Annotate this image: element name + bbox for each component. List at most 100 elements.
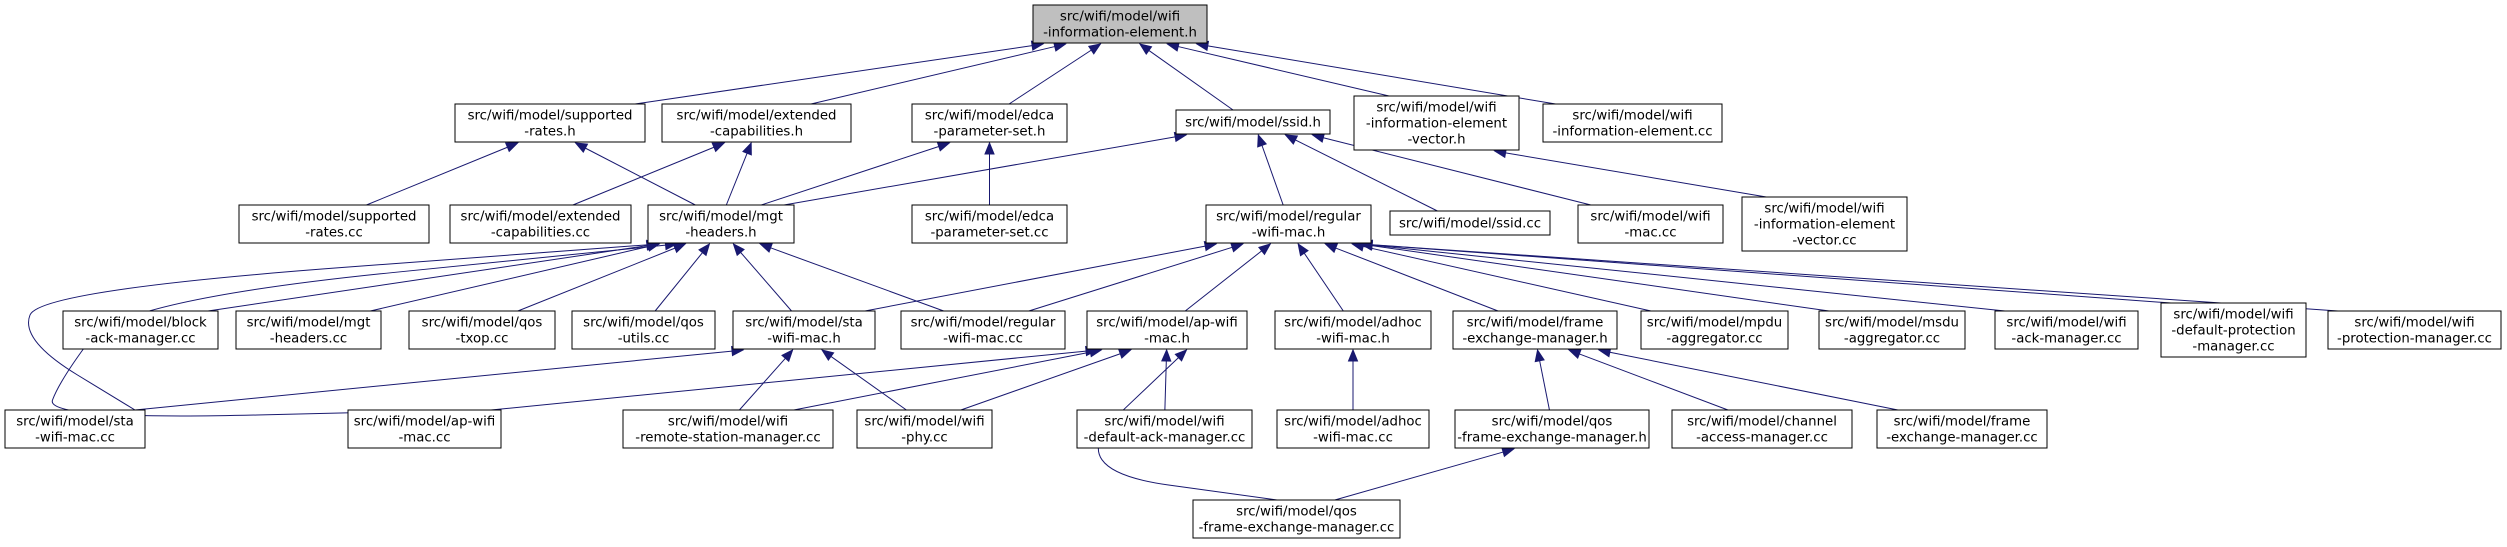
dependency-edge-ssid_h-to-root bbox=[1138, 43, 1234, 111]
file-node-label-line: -wifi-mac.h bbox=[1316, 332, 1390, 347]
file-node-label-line: -rates.cc bbox=[305, 226, 363, 241]
file-node-dam-cc[interactable]: src/wifi/model/wifi-default-ack-manager.… bbox=[1076, 409, 1253, 449]
edge-line bbox=[634, 45, 1033, 105]
file-node-label-line: -access-manager.cc bbox=[1696, 431, 1828, 446]
file-node-cam-cc[interactable]: src/wifi/model/channel-access-manager.cc bbox=[1671, 409, 1853, 449]
file-node-qfem-cc[interactable]: src/wifi/model/qos-frame-exchange-manage… bbox=[1192, 499, 1401, 539]
file-node-edca-cc[interactable]: src/wifi/model/edca-parameter-set.cc bbox=[911, 204, 1068, 244]
file-node-box bbox=[1577, 204, 1724, 244]
dependency-edge-mgt_cc-to-mgt_h bbox=[370, 241, 661, 312]
file-node-label-line: src/wifi/model/msdu bbox=[1825, 316, 1959, 331]
file-node-supp-cc[interactable]: src/wifi/model/supported-rates.cc bbox=[238, 204, 430, 244]
file-node-root[interactable]: src/wifi/model/wifi-information-element.… bbox=[1032, 4, 1208, 44]
file-node-fem-h[interactable]: src/wifi/model/frame-exchange-manager.h bbox=[1452, 310, 1618, 350]
dependency-edge-fem_h-to-reg_h bbox=[1324, 243, 1499, 312]
edge-line bbox=[1335, 247, 1499, 312]
file-node-ackm-cc[interactable]: src/wifi/model/wifi-ack-manager.cc bbox=[1994, 310, 2139, 350]
file-node-box bbox=[235, 310, 382, 350]
file-node-label-line: src/wifi/model/qos bbox=[1236, 505, 1357, 520]
file-node-label-line: src/wifi/model/sta bbox=[745, 316, 863, 331]
file-node-ap-cc[interactable]: src/wifi/model/ap-wifi-mac.cc bbox=[347, 409, 502, 449]
arrowhead-icon bbox=[1053, 41, 1067, 52]
file-node-iev-cc[interactable]: src/wifi/model/wifi-information-element-… bbox=[1741, 196, 1908, 252]
dependency-edge-reg_cc-to-mgt_h bbox=[759, 243, 944, 312]
file-node-label-line: -wifi-mac.cc bbox=[35, 431, 115, 446]
file-node-wmac-cc[interactable]: src/wifi/model/wifi-mac.cc bbox=[1577, 204, 1724, 244]
file-node-label-line: -aggregator.cc bbox=[1844, 332, 1940, 347]
file-node-ap-h[interactable]: src/wifi/model/ap-wifi-mac.h bbox=[1086, 310, 1248, 350]
arrowhead-icon bbox=[1324, 243, 1339, 254]
arrowhead-icon bbox=[672, 243, 687, 254]
file-node-dpm-cc[interactable]: src/wifi/model/wifi-default-protection-m… bbox=[2160, 302, 2307, 358]
file-node-label-line: -default-ack-manager.cc bbox=[1084, 431, 1246, 446]
file-node-reg-h[interactable]: src/wifi/model/regular-wifi-mac.h bbox=[1205, 204, 1372, 244]
file-node-prot-cc[interactable]: src/wifi/model/wifi-protection-manager.c… bbox=[2327, 310, 2502, 350]
edge-line bbox=[1505, 152, 1767, 198]
file-node-qtxop-cc[interactable]: src/wifi/model/qos-txop.cc bbox=[408, 310, 556, 350]
file-node-rsm-cc[interactable]: src/wifi/model/wifi-remote-station-manag… bbox=[622, 409, 834, 449]
dependency-edge-fem_cc-to-fem_h bbox=[1597, 347, 1899, 411]
edge-line bbox=[739, 357, 786, 411]
file-node-fem-cc[interactable]: src/wifi/model/frame-exchange-manager.cc bbox=[1876, 409, 2048, 449]
file-node-label-line: -wifi-mac.h bbox=[1252, 226, 1326, 241]
file-node-ext-h[interactable]: src/wifi/model/extended-capabilities.h bbox=[661, 103, 852, 143]
dependency-edge-ext_cc-to-ext_h bbox=[572, 142, 726, 206]
edge-line bbox=[740, 252, 792, 312]
file-node-qutils-cc[interactable]: src/wifi/model/qos-utils.cc bbox=[571, 310, 716, 350]
file-node-sta-h[interactable]: src/wifi/model/sta-wifi-mac.h bbox=[732, 310, 876, 350]
file-node-box bbox=[1994, 310, 2139, 350]
file-node-sta-cc[interactable]: src/wifi/model/sta-wifi-mac.cc bbox=[4, 409, 146, 449]
dependency-edge-edca_h-to-root bbox=[1008, 43, 1102, 105]
file-node-adhoc-h[interactable]: src/wifi/model/adhoc-wifi-mac.h bbox=[1274, 310, 1432, 350]
edge-line bbox=[1371, 244, 2339, 312]
dependency-edge-qtxop_cc-to-mgt_h bbox=[517, 243, 687, 312]
file-node-box bbox=[732, 310, 876, 350]
dependency-edge-ie_cc-to-root bbox=[1195, 40, 1556, 105]
file-node-label-line: -txop.cc bbox=[456, 332, 509, 347]
file-node-box bbox=[1741, 196, 1908, 252]
dependency-edge-supp_cc-to-supp_h bbox=[366, 142, 519, 206]
file-node-qfem-h[interactable]: src/wifi/model/qos-frame-exchange-manage… bbox=[1454, 409, 1650, 449]
arrowhead-icon bbox=[1297, 242, 1309, 257]
edge-line bbox=[770, 247, 944, 312]
dependency-edge-sta_cc-to-sta_h bbox=[134, 345, 745, 411]
file-node-box bbox=[571, 310, 716, 350]
file-node-ssid-h[interactable]: src/wifi/model/ssid.h bbox=[1175, 109, 1331, 135]
dependency-edge-iev_cc-to-iev_h bbox=[1493, 147, 1767, 198]
file-node-label-line: src/wifi/model/supported bbox=[252, 210, 417, 225]
edge-line bbox=[1148, 50, 1234, 111]
file-node-mgt-cc[interactable]: src/wifi/model/mgt-headers.cc bbox=[235, 310, 382, 350]
file-node-label-line: -wifi-mac.cc bbox=[1313, 431, 1393, 446]
file-node-block-cc[interactable]: src/wifi/model/block-ack-manager.cc bbox=[62, 310, 219, 350]
arrowhead-icon bbox=[711, 142, 726, 153]
file-node-label-line: src/wifi/model/adhoc bbox=[1284, 415, 1422, 430]
file-node-mgt-h[interactable]: src/wifi/model/mgt-headers.h bbox=[647, 204, 795, 244]
file-node-label-line: src/wifi/model/regular bbox=[1216, 210, 1361, 225]
file-node-label-line: -headers.cc bbox=[270, 332, 347, 347]
file-node-ext-cc[interactable]: src/wifi/model/extended-capabilities.cc bbox=[449, 204, 632, 244]
file-node-ie-cc[interactable]: src/wifi/model/wifi-information-element.… bbox=[1542, 103, 1723, 143]
file-node-adhoc-cc[interactable]: src/wifi/model/adhoc-wifi-mac.cc bbox=[1276, 409, 1430, 449]
arrowhead-icon bbox=[1118, 348, 1132, 359]
dependency-edge-qfem_h-to-fem_h bbox=[1534, 348, 1550, 411]
dependency-edge-adhoc_h-to-reg_h bbox=[1297, 242, 1344, 312]
file-node-supp-h[interactable]: src/wifi/model/supported-rates.h bbox=[454, 103, 646, 143]
file-node-label-line: src/wifi/model/qos bbox=[422, 316, 543, 331]
edge-line bbox=[1371, 244, 2172, 304]
file-node-iev-h[interactable]: src/wifi/model/wifi-information-element-… bbox=[1353, 95, 1520, 151]
arrowhead-icon bbox=[1311, 132, 1326, 143]
file-node-label-line: src/wifi/model/edca bbox=[925, 210, 1054, 225]
file-node-label-line: -vector.h bbox=[1407, 133, 1465, 148]
file-node-edca-h[interactable]: src/wifi/model/edca-parameter-set.h bbox=[911, 103, 1068, 143]
file-node-reg-cc[interactable]: src/wifi/model/regular-wifi-mac.cc bbox=[900, 310, 1066, 350]
file-node-mpdu-cc[interactable]: src/wifi/model/mpdu-aggregator.cc bbox=[1640, 310, 1789, 350]
file-node-msdu-cc[interactable]: src/wifi/model/msdu-aggregator.cc bbox=[1818, 310, 1966, 350]
file-node-ssid-cc[interactable]: src/wifi/model/ssid.cc bbox=[1389, 210, 1551, 236]
file-node-box bbox=[661, 103, 852, 143]
file-node-label-line: -capabilities.cc bbox=[491, 226, 590, 241]
file-node-box bbox=[1454, 409, 1650, 449]
dependency-edge-supp_h-to-root bbox=[634, 40, 1045, 105]
edge-line bbox=[366, 146, 508, 206]
dependency-edge-mgt_h-to-edca_h bbox=[761, 141, 951, 206]
file-node-phy-cc[interactable]: src/wifi/model/wifi-phy.cc bbox=[856, 409, 993, 449]
